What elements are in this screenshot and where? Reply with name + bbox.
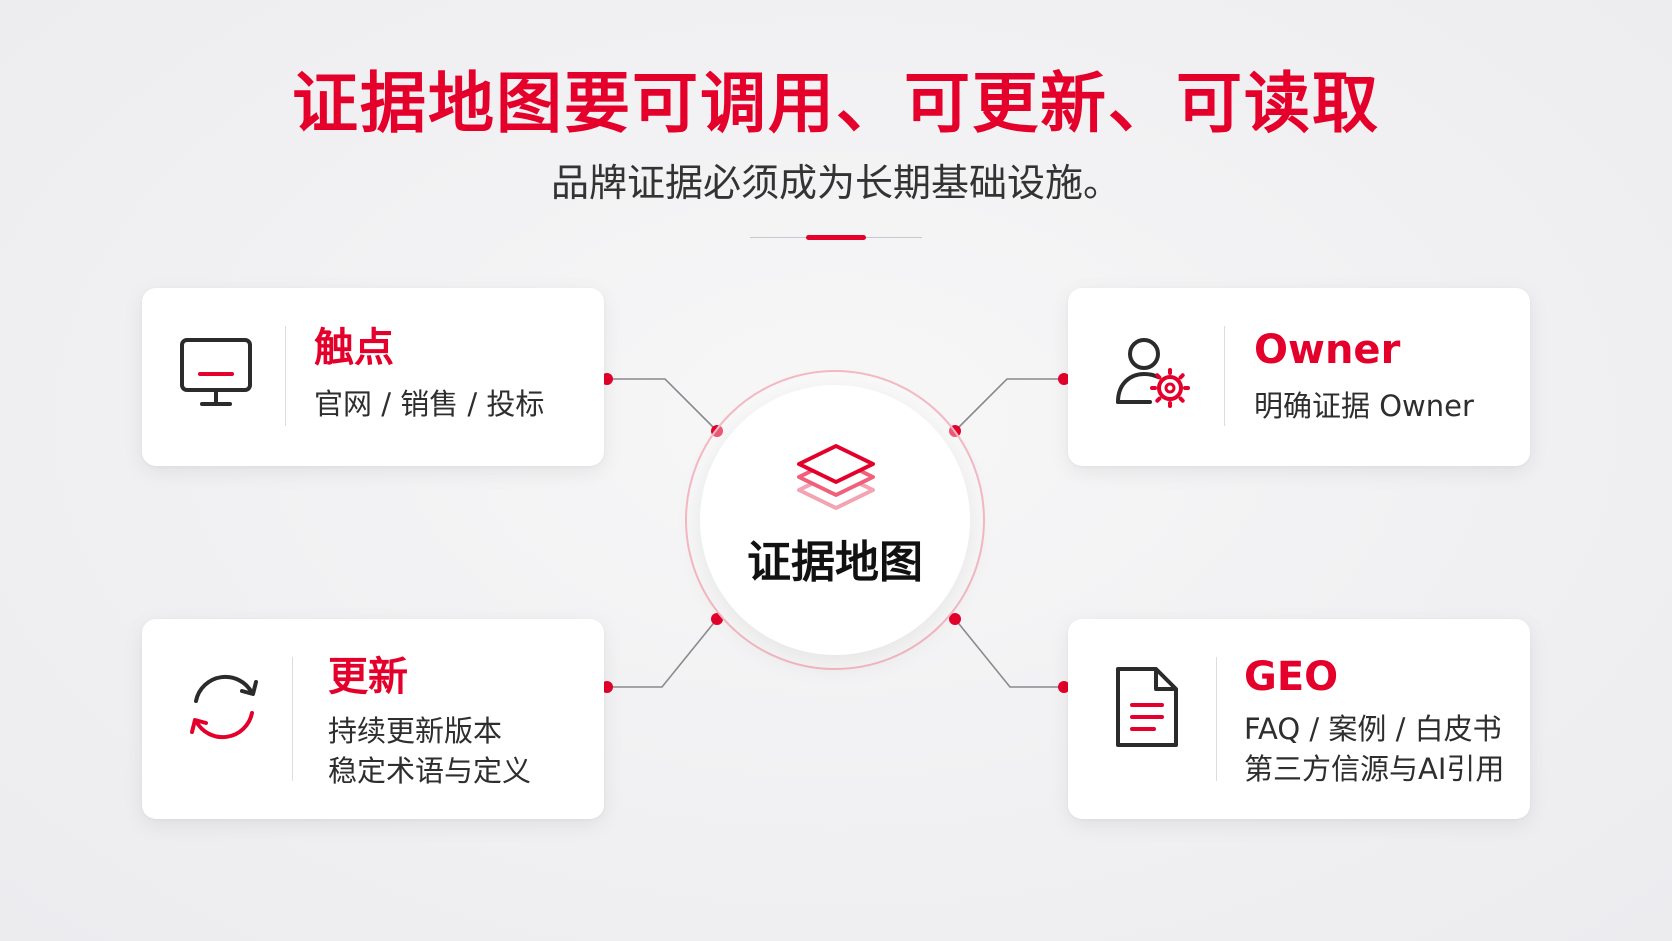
hub-label: 证据地图: [747, 537, 923, 588]
document-icon: [1112, 665, 1182, 753]
connector-dot: [601, 373, 613, 385]
card-text: 持续更新版本: [328, 714, 503, 748]
page-subtitle: 品牌证据必须成为长期基础设施。: [550, 161, 1121, 205]
card-separator: [1216, 657, 1217, 781]
card-separator: [292, 657, 293, 781]
card-title: 更新: [328, 654, 408, 700]
connector-dot: [1058, 373, 1070, 385]
connector-owner: [954, 378, 1064, 432]
card-text: 明确证据 Owner: [1254, 389, 1474, 423]
card-text: 稳定术语与定义: [328, 754, 532, 788]
card-text: 第三方信源与AI引用: [1244, 752, 1505, 786]
title-divider-accent: [806, 235, 866, 240]
connector-update: [607, 618, 718, 688]
card-touchpoints: 触点 官网 / 销售 / 投标: [142, 288, 604, 466]
card-geo: GEO FAQ / 案例 / 白皮书 第三方信源与AI引用: [1068, 619, 1530, 819]
refresh-icon: [182, 665, 266, 753]
card-title: 触点: [314, 325, 394, 371]
card-update: 更新 持续更新版本 稳定术语与定义: [142, 619, 604, 819]
connector-dot: [601, 681, 613, 693]
card-owner: Owner 明确证据 Owner: [1068, 288, 1530, 466]
user-gear-icon: [1112, 332, 1192, 416]
layers-icon: [793, 440, 879, 530]
card-separator: [285, 326, 286, 426]
card-text: FAQ / 案例 / 白皮书: [1244, 712, 1502, 746]
connector-dot: [949, 613, 961, 625]
card-title: GEO: [1244, 654, 1339, 700]
connector-dot: [1058, 681, 1070, 693]
monitor-icon: [178, 336, 254, 416]
connector-touchpoints: [607, 378, 718, 432]
connector-geo: [954, 618, 1064, 688]
hub-circle: [700, 385, 970, 655]
page-title: 证据地图要可调用、可更新、可读取: [292, 65, 1380, 142]
card-title: Owner: [1254, 327, 1401, 373]
card-separator: [1224, 326, 1225, 426]
card-text: 官网 / 销售 / 投标: [314, 387, 545, 421]
